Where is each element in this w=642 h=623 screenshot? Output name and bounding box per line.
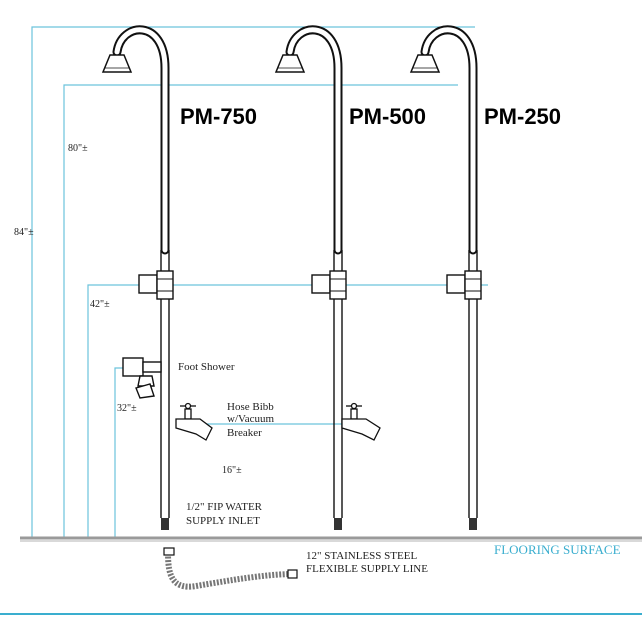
dimension-84: 84"± [14, 227, 34, 238]
flexible-supply-line [163, 547, 298, 590]
shower-unit-pm750 [103, 30, 173, 530]
hose-bibb-label-line2: w/Vacuum [227, 413, 274, 425]
hose-bibb-pm500 [341, 402, 381, 441]
model-label-pm500: PM-500 [349, 104, 426, 129]
dimension-32: 32"± [117, 403, 137, 414]
supply-line-label-line2: FLEXIBLE SUPPLY LINE [306, 563, 428, 575]
shower-unit-pm500 [276, 30, 346, 530]
floor-line [0, 536, 642, 615]
hose-bibb-label-line3: Breaker [227, 427, 262, 439]
hose-bibb-label-line1: Hose Bibb [227, 401, 274, 413]
inlet-label-line2: SUPPLY INLET [186, 515, 260, 527]
model-label-pm250: PM-250 [484, 104, 561, 129]
dimension-80: 80"± [68, 143, 88, 154]
foot-shower-label: Foot Shower [178, 361, 235, 373]
dimension-16: 16"± [222, 465, 242, 476]
model-label-pm750: PM-750 [180, 104, 257, 129]
inlet-label-line1: 1/2" FIP WATER [186, 501, 263, 513]
hose-bibb-pm750 [175, 402, 213, 441]
supply-line-label-line1: 12" STAINLESS STEEL [306, 550, 417, 562]
dimension-lines [31, 26, 488, 538]
flooring-surface-label: FLOORING SURFACE [494, 542, 621, 557]
foot-shower-fixture [122, 357, 162, 399]
dimension-42: 42"± [90, 299, 110, 310]
